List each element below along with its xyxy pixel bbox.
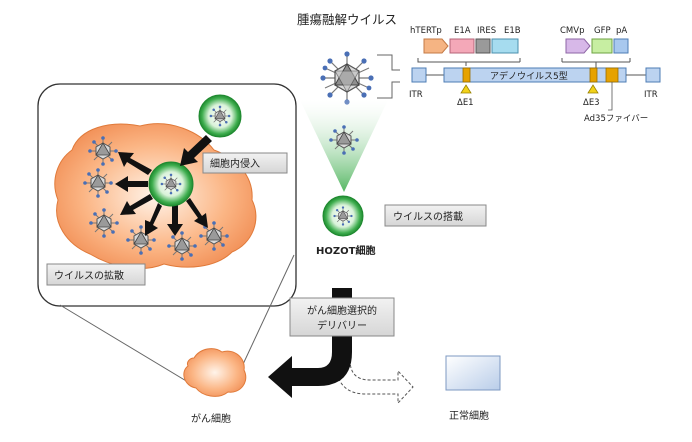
arrow-down-icon — [167, 205, 183, 236]
construct-bracket-bottom — [377, 81, 400, 99]
pa-element — [613, 38, 629, 54]
invasion-label-box — [202, 152, 288, 174]
arrow-left-icon — [115, 176, 148, 192]
cancer-cell-label: がん細胞 — [191, 412, 231, 425]
spread-label-box — [46, 263, 146, 286]
itr-left-label: ITR — [409, 90, 423, 100]
cancer-delivery-arrow — [268, 288, 352, 398]
oncolytic-virus-icon — [319, 50, 375, 106]
e1b-gene — [491, 38, 519, 54]
e1-insert-site — [462, 67, 471, 83]
hozot-label: HOZOT細胞 — [316, 244, 375, 257]
fiber-label: Ad35ファイバー — [584, 114, 648, 124]
arrow-down-right-icon — [186, 198, 208, 228]
itr-right-box — [645, 67, 661, 83]
delta-e3-label: ΔE3 — [583, 98, 600, 108]
ad35-fiber-box — [605, 67, 619, 83]
delivery-label-line2: デリバリー — [317, 319, 367, 332]
delivery-label-line1: がん細胞選択的 — [307, 304, 377, 317]
label-gfp: GFP — [594, 26, 611, 36]
arrow-up-left-icon — [118, 152, 152, 175]
loading-label-box — [384, 204, 487, 227]
arrow-down-left-icon — [120, 194, 153, 215]
invasion-label: 細胞内侵入 — [210, 157, 260, 170]
normal-cell-label: 正常細胞 — [449, 409, 489, 422]
delta-e1-label: ΔE1 — [457, 98, 474, 108]
ires-element — [475, 38, 491, 54]
normal-cell — [445, 355, 501, 391]
label-cmvp: CMVp — [560, 26, 584, 36]
cancer-cell — [183, 348, 247, 397]
htertp-promoter — [423, 38, 449, 54]
zoom-leader-right — [237, 254, 295, 376]
itr-left-box — [411, 67, 427, 83]
gfp-gene — [591, 38, 613, 54]
delta-e1-marker — [460, 84, 472, 94]
loading-label: ウイルスの搭載 — [393, 210, 463, 223]
spread-arrows — [115, 152, 208, 236]
spread-label: ウイルスの拡散 — [54, 269, 124, 282]
zoom-leader-left — [59, 304, 189, 383]
invasion-arrow-icon — [180, 135, 212, 166]
construct-bracket-top — [377, 54, 400, 71]
fiber-leader — [608, 82, 613, 111]
cmvp-promoter — [565, 38, 591, 54]
e1a-gene — [449, 38, 475, 54]
label-e1b: E1B — [504, 26, 521, 36]
delivery-label-box — [289, 297, 395, 337]
itr-right-label: ITR — [644, 90, 658, 100]
delta-e3-marker — [587, 84, 599, 94]
label-htertp: hTERTp — [410, 26, 442, 36]
backbone-label: アデノウイルス5型 — [490, 70, 568, 82]
label-e1a: E1A — [454, 26, 471, 36]
virus-title: 腫瘍融解ウイルス — [297, 12, 397, 27]
e3-insert-site — [589, 67, 598, 83]
arrow-down-left2-icon — [145, 203, 162, 236]
label-ires: IRES — [477, 26, 496, 36]
label-pa: pA — [616, 26, 627, 36]
